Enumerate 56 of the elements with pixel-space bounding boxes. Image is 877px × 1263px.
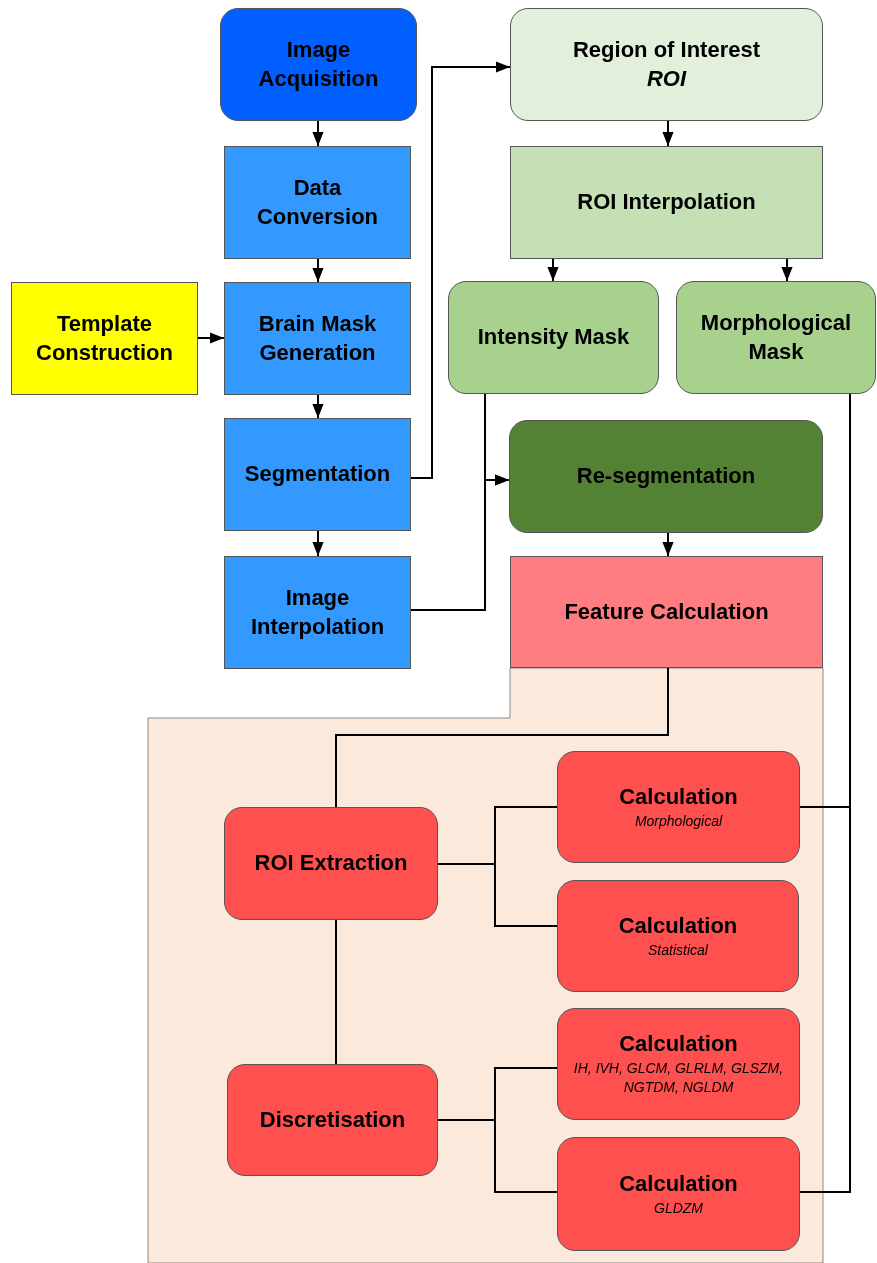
process-box — [557, 1008, 800, 1120]
node-sublabel: ROI — [646, 64, 687, 93]
node-sublabel: GLDZM — [653, 1198, 704, 1218]
process-box — [227, 1064, 438, 1176]
arrow — [547, 258, 559, 282]
connector-line — [437, 863, 558, 927]
node-label: Calculation — [618, 1030, 739, 1059]
node-label: Image Interpolation — [249, 583, 386, 641]
node-label: Calculation — [618, 1169, 739, 1198]
process-box — [224, 146, 411, 259]
node-label: Feature Calculation — [563, 597, 770, 626]
node-label: Region of Interest — [572, 35, 761, 64]
process-box — [557, 751, 800, 863]
process-box — [224, 418, 411, 531]
arrow — [312, 120, 324, 147]
process-box — [220, 8, 417, 121]
process-box — [557, 1137, 800, 1251]
node-label: ROI Interpolation — [576, 188, 757, 217]
node-label: Re-segmentation — [575, 462, 757, 491]
arrow — [781, 258, 793, 282]
node-label: Morphological Mask — [699, 308, 853, 366]
connector-line — [437, 1119, 558, 1193]
node-label: Calculation — [617, 911, 739, 940]
process-box — [224, 282, 411, 395]
node-label: ROI Extraction — [253, 849, 409, 878]
node-sublabel: Morphological — [633, 811, 724, 831]
node-label: Image Acquisition — [257, 35, 380, 93]
arrow — [410, 474, 510, 611]
node-label: Brain Mask Generation — [257, 309, 378, 367]
node-label: Discretisation — [258, 1105, 407, 1134]
process-box — [676, 281, 876, 394]
node-label: Data Conversion — [256, 173, 379, 231]
process-box — [224, 556, 411, 669]
node-sublabel: Statistical — [647, 940, 709, 960]
node-label: Template Construction — [35, 309, 174, 367]
process-box — [224, 807, 438, 920]
process-box — [510, 556, 823, 668]
connector-line — [335, 919, 337, 1065]
process-box — [557, 880, 799, 992]
connector-line — [335, 667, 669, 808]
arrow — [312, 258, 324, 283]
arrow — [410, 61, 511, 479]
node-sublabel: IH, IVH, GLCM, GLRLM, GLSZM, NGTDM, NGLDM — [572, 1058, 785, 1098]
arrow — [662, 532, 674, 557]
arrow — [312, 394, 324, 419]
arrow — [197, 332, 225, 344]
process-box — [509, 420, 823, 533]
node-label: Segmentation — [243, 460, 392, 489]
process-box — [448, 281, 659, 394]
node-label: Intensity Mask — [476, 323, 631, 352]
process-box — [510, 8, 823, 121]
process-box — [11, 282, 198, 395]
process-box — [510, 146, 823, 259]
node-label: Calculation — [618, 782, 739, 811]
arrow — [312, 530, 324, 557]
arrow — [662, 120, 674, 147]
